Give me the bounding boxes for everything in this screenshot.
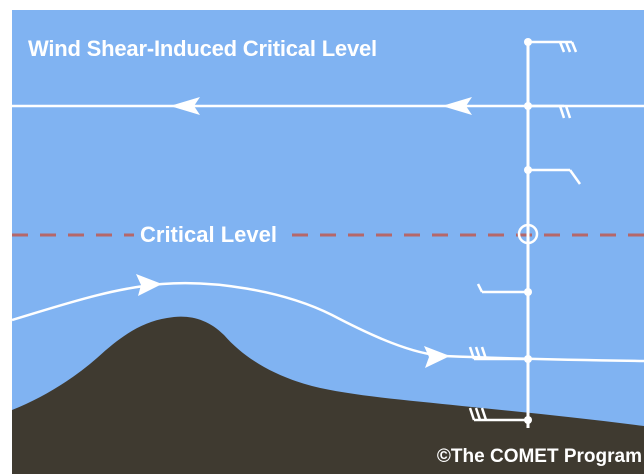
upper-flow-arrowhead-right (442, 97, 472, 115)
critical-level-label: Critical Level (134, 222, 283, 248)
copyright-credit: ©The COMET Program (436, 446, 642, 467)
mountain-terrain (12, 316, 644, 474)
wind-barb-surface (468, 407, 528, 422)
wind-profile-nodes (524, 38, 532, 424)
lower-flow-arrowhead-right (424, 346, 450, 368)
wind-barb-top (528, 40, 578, 53)
diagram-title: Wind Shear-Induced Critical Level (28, 36, 377, 61)
wind-barb-middle (528, 168, 582, 185)
lower-flow-arrowhead-left (136, 274, 162, 296)
critical-level-point (517, 223, 539, 245)
sky-panel: Wind Shear-Induced Critical Level Critic… (12, 10, 644, 474)
diagram-graphic (12, 38, 644, 474)
upper-flow-arrowhead-left (170, 97, 200, 115)
wind-barb-lower (476, 283, 528, 294)
wind-barb-upper (528, 104, 572, 119)
wind-barb-near-surface (468, 346, 528, 361)
